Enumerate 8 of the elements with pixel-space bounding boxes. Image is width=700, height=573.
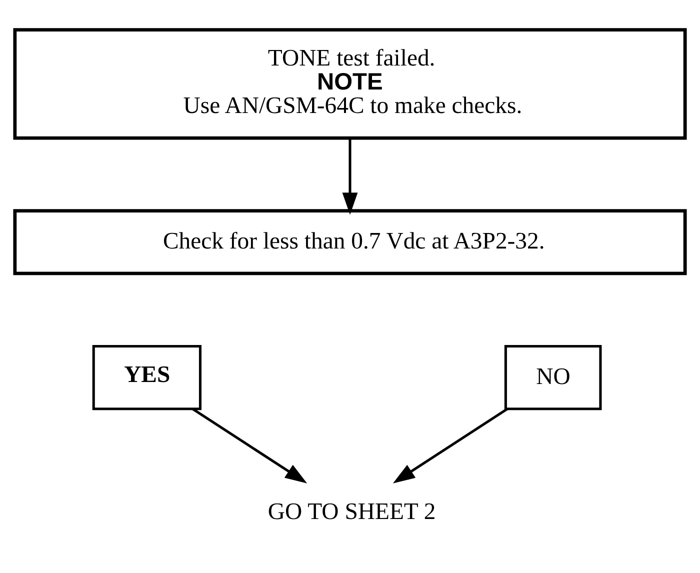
arrow — [392, 407, 508, 483]
node-box: TONE test failed. NOTE Use AN/GSM-64C to make checks. — [13, 28, 687, 140]
arrow — [342, 138, 358, 214]
node-box: Check for less than 0.7 Vdc at A3P2-32. — [13, 208, 687, 275]
node-box: YES — [92, 344, 202, 410]
node-text: GO TO SHEET 2 — [268, 498, 436, 525]
node-box: NO — [504, 344, 602, 410]
arrow — [192, 407, 308, 483]
